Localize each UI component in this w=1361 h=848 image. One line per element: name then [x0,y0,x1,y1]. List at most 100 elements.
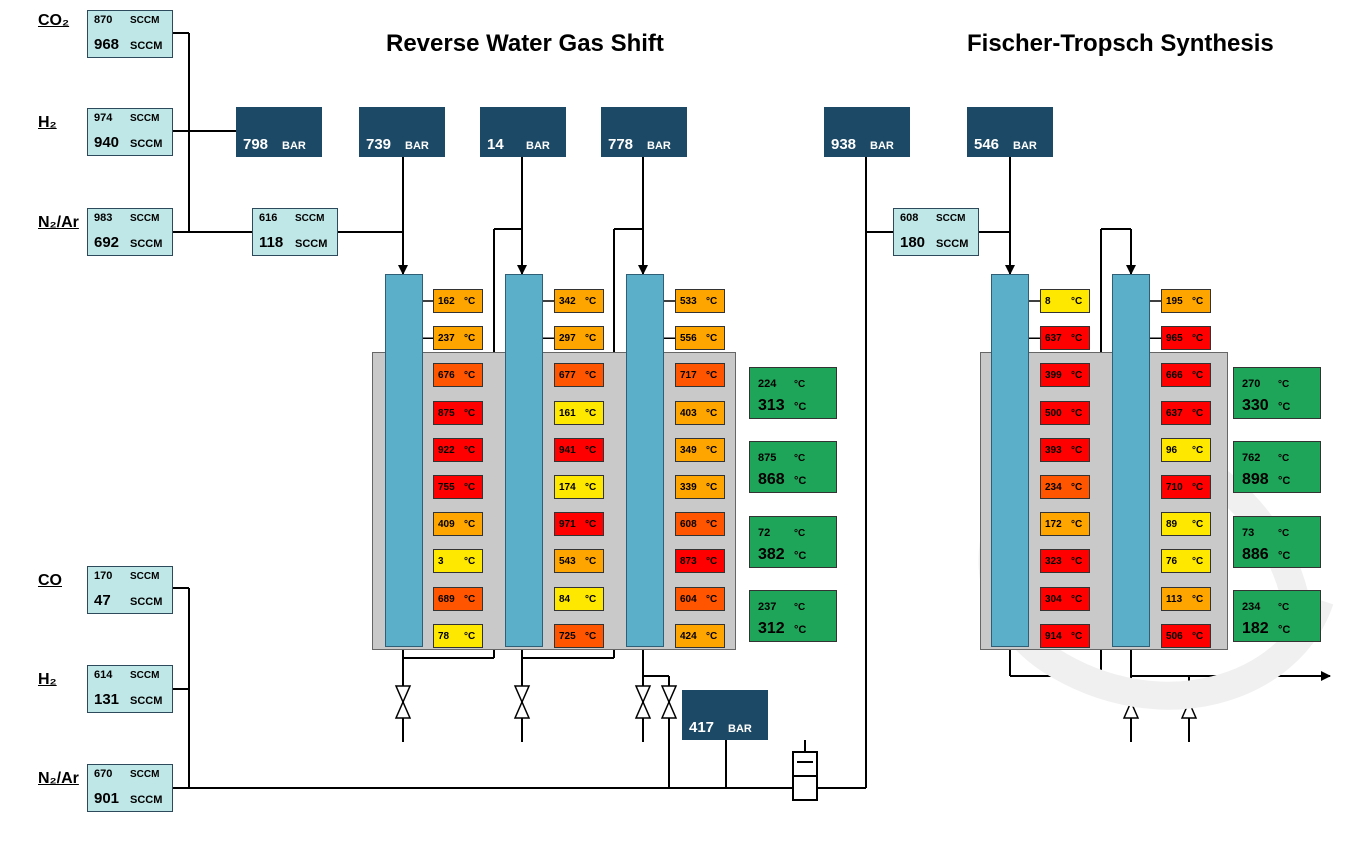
temperature-unit: °C [1071,630,1083,642]
temperature-readout[interactable]: 604°C [675,586,725,611]
temperature-readout[interactable]: 297°C [554,326,604,351]
temperature-readout[interactable]: 689°C [433,586,483,611]
mfc-unit: SCCM [936,238,969,250]
temperature-value: 755 [438,482,455,493]
temperature-readout[interactable]: 717°C [675,363,725,388]
temperature-value: 506 [1166,630,1183,642]
temperature-readout[interactable]: 172°C [1040,512,1090,537]
temperature-readout[interactable]: 76°C [1161,549,1211,574]
mfc-setpoint: 170 [94,570,113,582]
temperature-value: 941 [559,444,576,456]
temperature-readout[interactable]: 162°C [433,289,483,313]
temperature-unit: °C [706,296,718,307]
temperature-readout[interactable]: 941°C [554,437,604,462]
temperature-unit: °C [1278,401,1291,413]
temperature-readout[interactable]: 237°C [433,326,483,351]
temperature-value: 725 [559,630,576,642]
temperature-readout[interactable]: 113°C [1161,586,1211,611]
temperature-readout[interactable]: 399°C [1040,363,1090,388]
temperature-readout[interactable]: 676°C [433,363,483,388]
temperature-readout[interactable]: 403°C [675,400,725,425]
temperature-unit: °C [706,482,718,493]
temperature-readout[interactable]: 556°C [675,326,725,351]
temperature-readout[interactable]: 506°C [1161,623,1211,648]
temperature-readout[interactable]: 710°C [1161,475,1211,499]
temperature-readout[interactable]: 637°C [1161,400,1211,425]
temperature-readout[interactable]: 342°C [554,289,604,313]
pressure-value: 417 [689,719,715,736]
temperature-readout[interactable]: 89°C [1161,512,1211,537]
temperature-readout[interactable]: 608°C [675,512,725,537]
temperature-readout[interactable]: 965°C [1161,326,1211,351]
temperature-readout[interactable]: 234°C [1040,475,1090,499]
temperature-value: 304 [1045,593,1062,605]
mfc-actual: 47 [94,592,111,609]
temperature-readout[interactable]: 339°C [675,475,725,499]
temperature-readout[interactable]: 677°C [554,363,604,388]
temperature-readout[interactable]: 84°C [554,586,604,611]
temperature-readout[interactable]: 78°C [433,623,483,648]
temperature-readout[interactable]: 349°C [675,437,725,462]
temperature-readout[interactable]: 875°C [433,400,483,425]
temperature-value: 84 [559,593,571,605]
temperature-readout[interactable]: 637°C [1040,326,1090,351]
mfc-actual: 940 [94,134,120,151]
temperature-readout[interactable]: 755°C [433,475,483,499]
temperature-readout[interactable]: 922°C [433,437,483,462]
temperature-readout[interactable]: 409°C [433,512,483,537]
temperature-readout[interactable]: 914°C [1040,623,1090,648]
temperature-readout[interactable]: 543°C [554,549,604,574]
temperature-readout[interactable]: 725°C [554,623,604,648]
temperature-readout[interactable]: 666°C [1161,363,1211,388]
temperature-readout[interactable]: 533°C [675,289,725,313]
temperature-readout[interactable]: 500°C [1040,400,1090,425]
mfc-unit: SCCM [130,769,160,780]
mfc-actual: 180 [900,234,926,251]
temperature-readout[interactable]: 161°C [554,400,604,425]
temperature-readout[interactable]: 174°C [554,475,604,499]
temperature-readout[interactable]: 8°C [1040,289,1090,313]
pressure-value: 778 [608,136,634,153]
temperature-readout[interactable]: 971°C [554,512,604,537]
temperature-value: 172 [1045,519,1062,531]
temperature-readout[interactable]: 96°C [1161,437,1211,462]
temperature-readout[interactable]: 3°C [433,549,483,574]
temperature-value: 342 [559,296,576,307]
section-title-rwgs: Reverse Water Gas Shift [386,30,664,57]
temperature-readout[interactable]: 393°C [1040,437,1090,462]
temperature-readout[interactable]: 195°C [1161,289,1211,313]
compressor-icon [792,740,818,801]
valve-icon [394,685,412,719]
temperature-value: 875 [438,407,455,419]
temperature-value: 403 [680,407,697,419]
temperature-readout[interactable]: 323°C [1040,549,1090,574]
reactor-tube-3 [626,274,664,647]
temperature-readout[interactable]: 424°C [675,623,725,648]
temperature-readout[interactable]: 873°C [675,549,725,574]
temperature-value: 174 [559,482,576,493]
temperature-readout[interactable]: 304°C [1040,586,1090,611]
